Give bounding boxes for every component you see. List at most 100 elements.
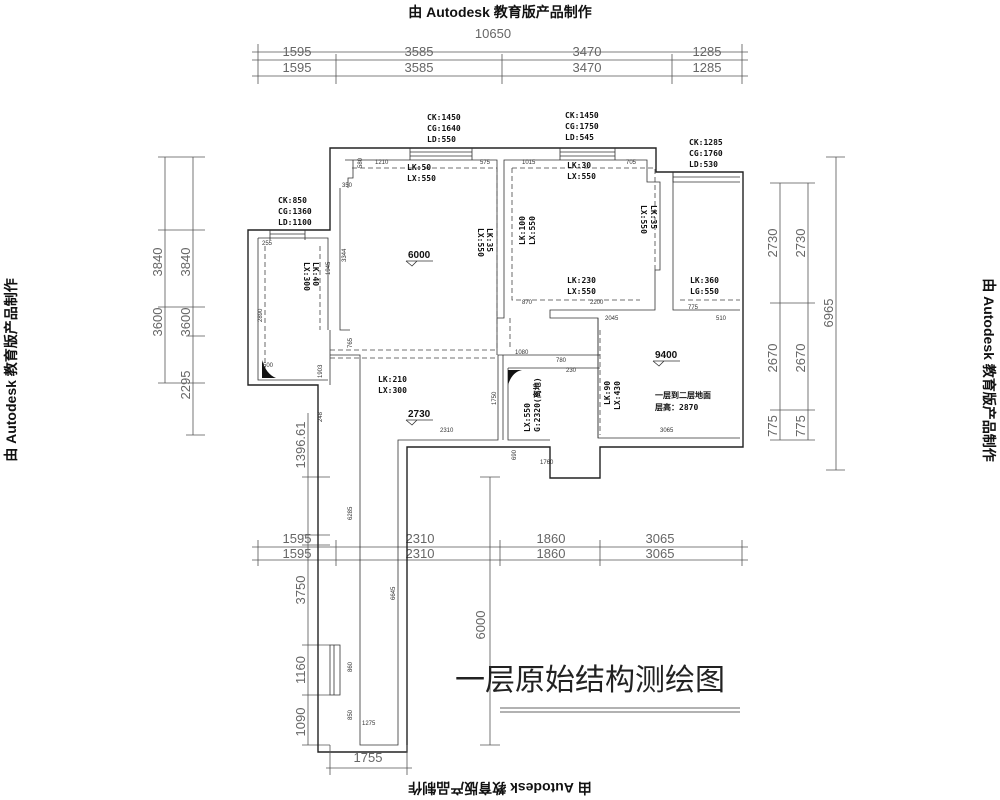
beam-label: LX:550 — [476, 228, 485, 257]
beam-label: LX:550 — [639, 205, 648, 234]
small-dim: 3065 — [660, 428, 674, 434]
dim-total-height: 6965 — [821, 299, 836, 328]
dim-label: 3065 — [646, 531, 675, 546]
dim-label: 3065 — [646, 546, 675, 561]
beam-labels: LK:50 LX:550 LK:35 LX:550 LK:40 LX:300 L… — [302, 161, 719, 432]
beam-label: LK:35 — [649, 205, 658, 229]
window-cg: CG:1640 — [427, 124, 461, 133]
beam-label: LX:550 — [567, 287, 596, 296]
small-dim: 500 — [263, 363, 274, 369]
beam-label: LK:50 — [407, 163, 431, 172]
small-dim: 1750 — [492, 391, 498, 405]
small-dimensions: 1210 575 580 350 3344 765 1903 248 6285 … — [258, 157, 727, 727]
left-dimensions: 3840 3600 3840 3600 2295 — [150, 156, 205, 436]
watermark-left: 由 Autodesk 教育版产品制作 — [3, 278, 19, 462]
dim-label: 1396.61 — [293, 422, 308, 469]
window-ld: LD:1100 — [278, 218, 312, 227]
dim-label: 1595 — [283, 531, 312, 546]
dim-label: 1285 — [693, 60, 722, 75]
small-dim: 690 — [512, 449, 518, 460]
dim-total-width: 10650 — [475, 26, 511, 41]
small-dim: 705 — [626, 160, 637, 166]
walls — [247, 147, 744, 753]
dim-label: 2670 — [793, 344, 808, 373]
beam-label: LK:210 — [378, 375, 407, 384]
left-lower-dimensions: 1396.61 3750 1160 1090 — [293, 413, 330, 746]
column-mark — [262, 360, 276, 378]
dim-label: 1160 — [293, 656, 308, 684]
dim-label: 775 — [765, 415, 780, 437]
window-ld: LD:545 — [565, 133, 594, 142]
small-dim: 780 — [556, 358, 567, 364]
drawing-title: 一层原始结构测绘图 — [455, 663, 725, 698]
watermark-bottom: 由 Autodesk 教育版产品制作 — [408, 780, 592, 796]
window-labels: CK:850 CG:1360 LD:1100 CK:1450 CG:1640 L… — [278, 111, 723, 227]
dim-label: 2730 — [793, 229, 808, 258]
dim-label: 3840 — [178, 248, 193, 277]
small-dim: 1015 — [522, 160, 536, 166]
dim-label: 3585 — [405, 44, 434, 59]
small-dim: 1945 — [326, 261, 332, 275]
dim-label: 2670 — [765, 344, 780, 373]
small-dim: 510 — [716, 316, 727, 322]
window-cg: CG:1750 — [565, 122, 599, 131]
dim-label: 1090 — [293, 708, 308, 737]
dim-label: 3600 — [150, 308, 165, 337]
watermark-top: 由 Autodesk 教育版产品制作 — [408, 4, 592, 20]
small-dim: 350 — [342, 183, 353, 189]
mid-dimensions: 1595 2310 1860 3065 1595 2310 1860 3065 — [252, 531, 748, 566]
small-dim: 775 — [688, 305, 699, 311]
dim-label: 2310 — [406, 531, 435, 546]
dim-label: 1595 — [283, 60, 312, 75]
beam-label: G:2320(离地) — [532, 377, 542, 432]
dim-label: 3600 — [178, 308, 193, 337]
beam-label: LK:100 — [518, 216, 527, 245]
corridor-dimensions: 1755 6000 — [326, 476, 500, 775]
beam-label: LK:30 — [567, 161, 591, 170]
small-dim: 1080 — [515, 350, 529, 356]
small-dim: 6285 — [348, 506, 354, 520]
small-dim: 1275 — [362, 721, 376, 727]
small-dim: 580 — [358, 157, 364, 168]
small-dim: 2200 — [590, 300, 604, 306]
small-dim: 6645 — [391, 586, 397, 600]
small-dim: 765 — [348, 337, 354, 348]
right-dimensions: 2730 2670 775 2730 2670 775 6965 — [765, 156, 845, 471]
window-ck: CK:850 — [278, 196, 307, 205]
beam-label: LK:35 — [485, 228, 494, 252]
beam-label: LK:90 — [603, 381, 612, 405]
elevation-right: 9400 — [655, 350, 678, 361]
beam-label: LX:550 — [528, 216, 537, 245]
window-ld: LD:530 — [689, 160, 718, 169]
column-mark — [508, 370, 522, 385]
small-dim: 3344 — [342, 248, 348, 262]
dim-label: 1595 — [283, 546, 312, 561]
beam-label: LX:550 — [523, 403, 532, 432]
small-dim: 1210 — [375, 160, 389, 166]
title-underline — [500, 707, 740, 713]
beam-label: LK:360 — [690, 276, 719, 285]
elevation-markers: 6000 2730 9400 一层到二层地面 层高：2870 — [405, 250, 711, 426]
beam-label: LK:230 — [567, 276, 596, 285]
beam-label: LX:430 — [613, 381, 622, 410]
dim-corridor-width: 1755 — [354, 750, 383, 765]
small-dim: 1903 — [318, 364, 324, 378]
dim-label: 1860 — [537, 546, 566, 561]
beam-label: LX:300 — [378, 386, 407, 395]
dim-label: 2310 — [406, 546, 435, 561]
dim-label: 2730 — [765, 229, 780, 258]
small-dim: 850 — [348, 709, 354, 720]
dim-label: 1285 — [693, 44, 722, 59]
small-dim: 230 — [566, 368, 577, 374]
beam-label: LX:300 — [302, 262, 311, 291]
window-ld: LD:550 — [427, 135, 456, 144]
small-dim: 248 — [318, 411, 324, 422]
beam-label: LG:550 — [690, 287, 719, 296]
small-dim: 255 — [262, 241, 273, 247]
window-cg: CG:1760 — [689, 149, 723, 158]
dim-label: 3585 — [405, 60, 434, 75]
small-dim: 1760 — [540, 460, 554, 466]
dim-label: 2295 — [178, 371, 193, 400]
